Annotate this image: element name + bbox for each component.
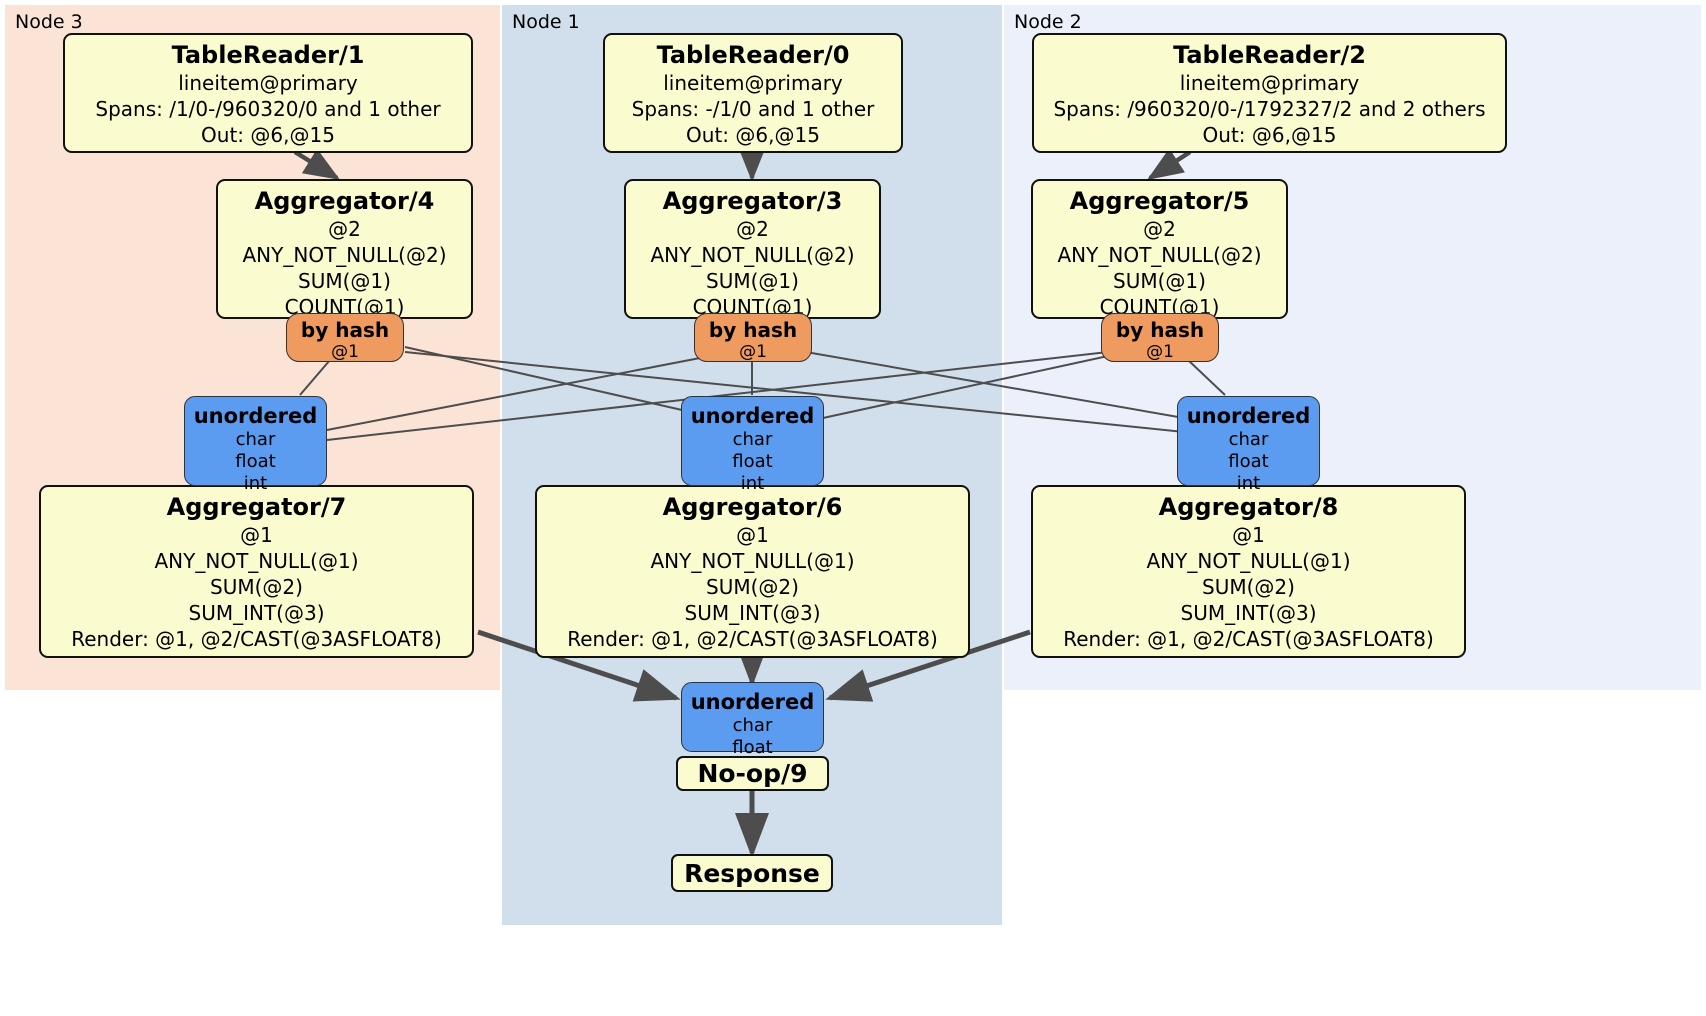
router-subtitle: @1: [739, 342, 767, 362]
processor-detail: ANY_NOT_NULL(@2): [242, 243, 447, 268]
processor-detail: @1: [736, 523, 769, 548]
processor-aggregator-7[interactable]: Aggregator/7 @1 ANY_NOT_NULL(@1) SUM(@2)…: [39, 485, 474, 658]
node-panel-label-node1: Node 1: [512, 11, 580, 33]
synchronizer-type: float: [1228, 451, 1269, 473]
processor-title: Aggregator/6: [662, 493, 843, 521]
processor-detail: SUM_INT(@3): [1180, 601, 1317, 626]
processor-detail: Spans: /1/0-/960320/0 and 1 other: [95, 97, 441, 122]
processor-title: TableReader/0: [656, 41, 850, 69]
router-title: by hash: [300, 318, 390, 342]
processor-title: Aggregator/4: [254, 187, 435, 215]
processor-detail: lineitem@primary: [178, 71, 358, 96]
processor-detail: @2: [328, 217, 361, 242]
processor-detail: lineitem@primary: [1179, 71, 1360, 96]
synchronizer-type: float: [732, 451, 773, 473]
processor-detail: ANY_NOT_NULL(@1): [1146, 549, 1351, 574]
processor-detail: SUM(@2): [210, 575, 303, 600]
processor-detail: SUM(@2): [1202, 575, 1295, 600]
synchronizer-title: unordered: [1186, 404, 1311, 428]
synchronizer-type: int: [1236, 473, 1261, 495]
processor-detail: Render: @1, @2/CAST(@3ASFLOAT8): [1063, 627, 1434, 652]
processor-detail: SUM(@1): [1113, 269, 1206, 294]
processor-detail: @1: [1232, 523, 1265, 548]
router-by-hash-middle[interactable]: by hash @1: [694, 313, 812, 362]
response-label: Response: [684, 858, 820, 888]
processor-detail: ANY_NOT_NULL(@1): [154, 549, 359, 574]
processor-detail: Spans: -/1/0 and 1 other: [631, 97, 875, 122]
processor-title: No-op/9: [697, 759, 808, 788]
processor-table-reader-0[interactable]: TableReader/0 lineitem@primary Spans: -/…: [603, 33, 903, 153]
processor-detail: SUM(@1): [706, 269, 799, 294]
processor-table-reader-2[interactable]: TableReader/2 lineitem@primary Spans: /9…: [1032, 33, 1507, 153]
router-subtitle: @1: [1146, 342, 1174, 362]
response-node[interactable]: Response: [671, 854, 833, 892]
processor-detail: lineitem@primary: [663, 71, 843, 96]
processor-title: TableReader/2: [1173, 41, 1366, 69]
processor-detail: SUM_INT(@3): [188, 601, 325, 626]
processor-detail: Spans: /960320/0-/1792327/2 and 2 others: [1053, 97, 1486, 122]
synchronizer-unordered-middle[interactable]: unordered char float int: [681, 396, 824, 494]
processor-title: Aggregator/5: [1069, 187, 1250, 215]
node-panel-label-node3: Node 3: [15, 11, 83, 33]
router-subtitle: @1: [331, 342, 359, 362]
processor-detail: Render: @1, @2/CAST(@3ASFLOAT8): [567, 627, 938, 652]
synchronizer-unordered-final[interactable]: unordered char float: [681, 682, 824, 758]
processor-detail: Out: @6,@15: [1202, 123, 1337, 148]
processor-aggregator-5[interactable]: Aggregator/5 @2 ANY_NOT_NULL(@2) SUM(@1)…: [1031, 179, 1288, 319]
node-panel-label-node2: Node 2: [1014, 11, 1082, 33]
synchronizer-title: unordered: [193, 404, 318, 428]
synchronizer-type: char: [732, 715, 773, 737]
synchronizer-type: float: [235, 451, 276, 473]
synchronizer-type: char: [732, 429, 773, 451]
processor-title: TableReader/1: [171, 41, 365, 69]
synchronizer-unordered-left[interactable]: unordered char float int: [184, 396, 327, 494]
processor-title: Aggregator/8: [1158, 493, 1339, 521]
synchronizer-type: int: [740, 473, 765, 495]
processor-detail: @2: [1143, 217, 1176, 242]
processor-aggregator-4[interactable]: Aggregator/4 @2 ANY_NOT_NULL(@2) SUM(@1)…: [216, 179, 473, 319]
processor-detail: ANY_NOT_NULL(@1): [650, 549, 855, 574]
processor-detail: SUM(@2): [706, 575, 799, 600]
router-title: by hash: [1115, 318, 1205, 342]
synchronizer-title: unordered: [690, 404, 815, 428]
processor-detail: Out: @6,@15: [201, 123, 335, 148]
processor-detail: @1: [240, 523, 273, 548]
processor-table-reader-1[interactable]: TableReader/1 lineitem@primary Spans: /1…: [63, 33, 473, 153]
processor-detail: Out: @6,@15: [686, 123, 820, 148]
synchronizer-type: float: [732, 737, 773, 759]
router-by-hash-right[interactable]: by hash @1: [1101, 313, 1219, 362]
processor-detail: ANY_NOT_NULL(@2): [650, 243, 855, 268]
processor-aggregator-6[interactable]: Aggregator/6 @1 ANY_NOT_NULL(@1) SUM(@2)…: [535, 485, 970, 658]
processor-title: Aggregator/3: [662, 187, 843, 215]
synchronizer-type: int: [243, 473, 268, 495]
processor-detail: Render: @1, @2/CAST(@3ASFLOAT8): [71, 627, 442, 652]
processor-no-op-9[interactable]: No-op/9: [676, 756, 829, 791]
processor-detail: SUM(@1): [298, 269, 391, 294]
synchronizer-type: char: [235, 429, 276, 451]
processor-aggregator-3[interactable]: Aggregator/3 @2 ANY_NOT_NULL(@2) SUM(@1)…: [624, 179, 881, 319]
processor-detail: SUM_INT(@3): [684, 601, 821, 626]
processor-detail: @2: [736, 217, 769, 242]
processor-title: Aggregator/7: [166, 493, 347, 521]
router-title: by hash: [708, 318, 798, 342]
synchronizer-unordered-right[interactable]: unordered char float int: [1177, 396, 1320, 494]
router-by-hash-left[interactable]: by hash @1: [286, 313, 404, 362]
synchronizer-type: char: [1228, 429, 1269, 451]
processor-detail: ANY_NOT_NULL(@2): [1057, 243, 1262, 268]
synchronizer-title: unordered: [690, 690, 815, 714]
processor-aggregator-8[interactable]: Aggregator/8 @1 ANY_NOT_NULL(@1) SUM(@2)…: [1031, 485, 1466, 658]
